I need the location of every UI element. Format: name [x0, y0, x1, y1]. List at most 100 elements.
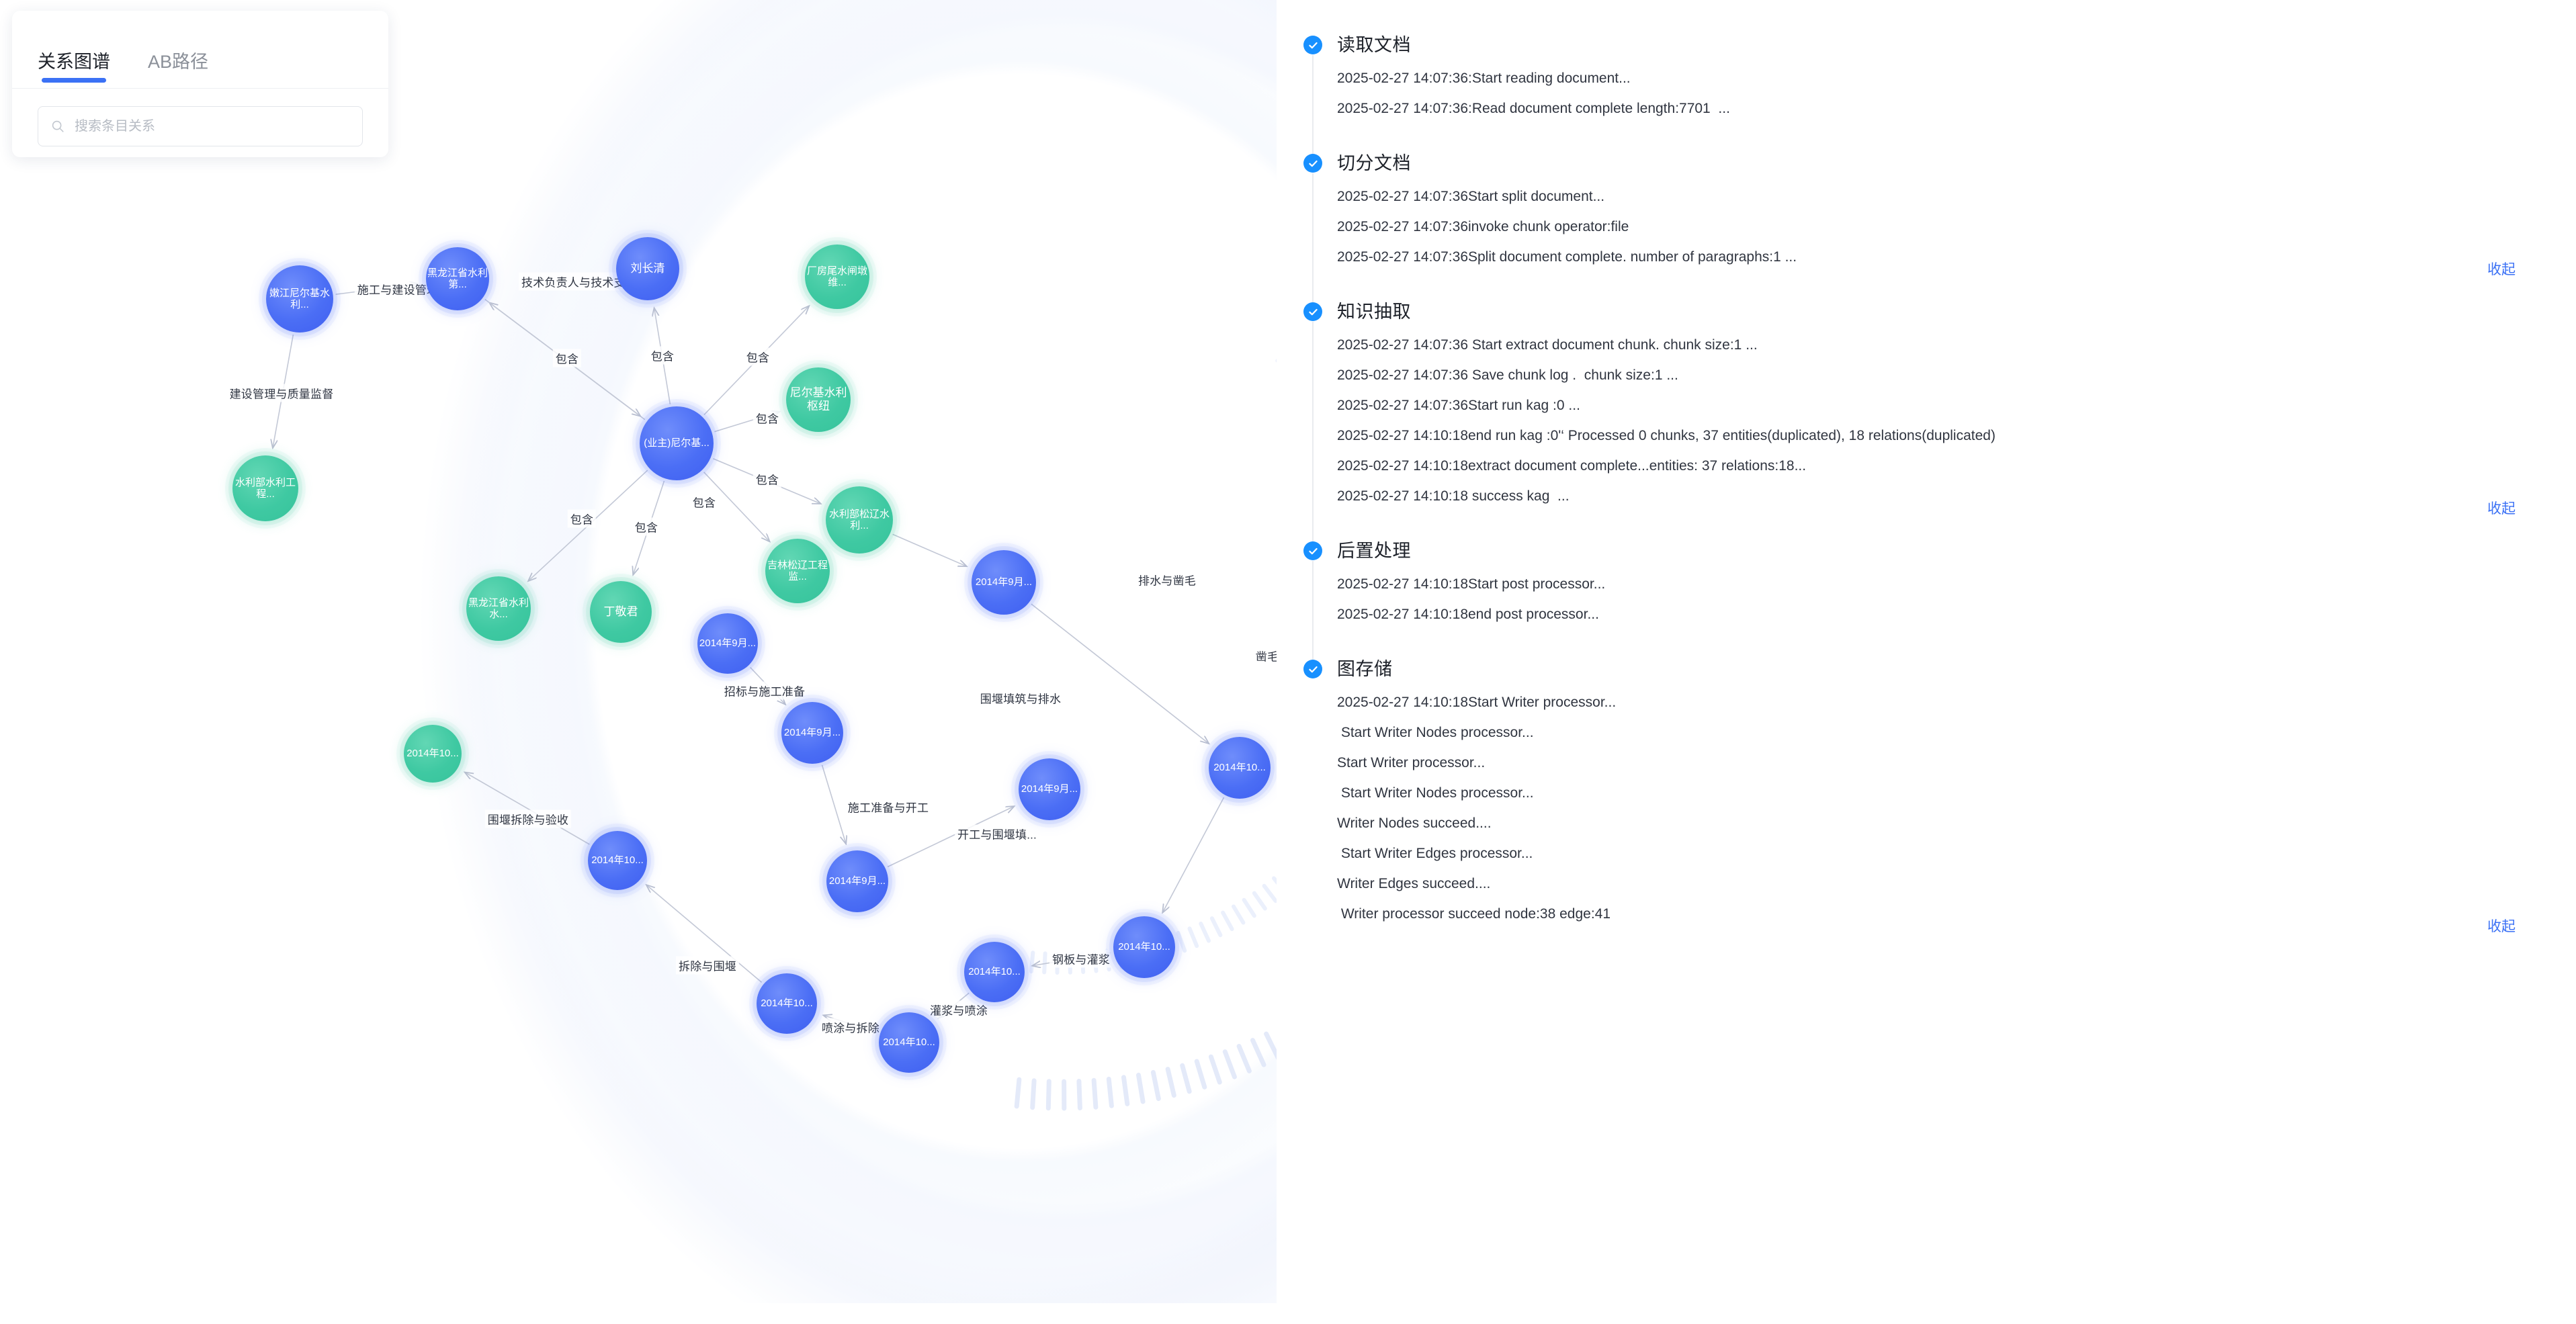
- search-icon: [52, 120, 64, 132]
- graph-node-label: 2014年9月...: [783, 727, 841, 739]
- graph-edge-label: 拆除与围堰: [676, 956, 739, 975]
- graph-node-label: 2014年10...: [761, 998, 813, 1010]
- log-line: Writer Edges succeed....: [1337, 876, 1491, 891]
- graph-edge-label: 包含: [753, 470, 782, 488]
- graph-node[interactable]: 嫩江尼尔基水利...: [266, 265, 333, 333]
- log-line: 2025-02-27 14:07:36:Start reading docume…: [1337, 71, 1631, 86]
- graph-node-label: 嫩江尼尔基水利...: [269, 287, 330, 310]
- graph-node[interactable]: 2014年10...: [964, 942, 1025, 1002]
- graph-node[interactable]: (业主)尼尔基...: [640, 406, 714, 480]
- graph-node[interactable]: 吉林松辽工程监...: [765, 539, 830, 603]
- graph-edge-label: 包含: [753, 408, 782, 427]
- tab-relation-graph[interactable]: 关系图谱: [38, 47, 110, 88]
- graph-node[interactable]: 2014年9月...: [1019, 758, 1080, 820]
- log-step-body: 2025-02-27 14:10:18Start post processor.…: [1337, 576, 2516, 659]
- log-line: 2025-02-27 14:07:36Start run kag :0 ...: [1337, 398, 1580, 413]
- graph-node-label: 2014年10...: [968, 966, 1021, 978]
- graph-edge-label: 施工准备与开工: [845, 797, 932, 816]
- graph-node[interactable]: 2014年9月...: [697, 613, 758, 674]
- collapse-link[interactable]: 收起: [2487, 501, 2516, 517]
- log-line: 2025-02-27 14:07:36Split document comple…: [1337, 249, 1797, 265]
- check-circle-icon: [1303, 660, 1322, 678]
- graph-edge-label: 包含: [648, 346, 677, 365]
- collapse-link[interactable]: 收起: [2487, 262, 2516, 277]
- graph-node[interactable]: 2014年10...: [757, 973, 817, 1034]
- graph-node-label: 丁敬君: [603, 605, 638, 619]
- log-step-title: 切分文档: [1337, 153, 1411, 173]
- graph-node-label: 2014年10...: [883, 1036, 935, 1049]
- graph-node[interactable]: 2014年9月...: [781, 702, 843, 764]
- graph-node[interactable]: 2014年9月...: [972, 550, 1036, 615]
- graph-node[interactable]: 2014年10...: [588, 831, 647, 890]
- check-circle-icon: [1303, 302, 1322, 321]
- graph-node[interactable]: 丁敬君: [590, 581, 652, 643]
- collapse-link[interactable]: 收起: [2487, 919, 2516, 934]
- graph-node[interactable]: 尼尔基水利枢纽: [786, 367, 851, 432]
- log-line: 2025-02-27 14:07:36Start split document.…: [1337, 189, 1605, 204]
- graph-node-label: 厂房尾水闸墩维...: [806, 265, 867, 288]
- log-line: Start Writer Nodes processor...: [1337, 725, 1534, 740]
- graph-node-label: 2014年9月...: [975, 576, 1033, 588]
- graph-node-label: 黑龙江省水利水...: [468, 597, 529, 620]
- log-step-title: 读取文档: [1337, 35, 1411, 55]
- graph-edge-label: 凿毛: [1252, 646, 1277, 665]
- graph-node[interactable]: 黑龙江省水利水...: [466, 576, 531, 641]
- log-step-title: 知识抽取: [1337, 302, 1411, 322]
- graph-node[interactable]: 水利部水利工程...: [232, 455, 298, 521]
- log-step: 读取文档 2025-02-27 14:07:36:Start reading do…: [1303, 35, 2516, 172]
- log-line: Writer Nodes succeed....: [1337, 815, 1492, 831]
- graph-node[interactable]: 2014年9月...: [826, 850, 888, 912]
- log-line: 2025-02-27 14:10:18 success kag ...: [1337, 488, 1570, 504]
- graph-node[interactable]: 2014年10...: [1113, 916, 1175, 978]
- graph-node[interactable]: 刘长清: [616, 237, 679, 300]
- graph-edge-label: 排水与凿毛: [1135, 570, 1199, 589]
- graph-edge-label: 钢板与灌浆: [1049, 949, 1113, 968]
- relation-graph-panel[interactable]: 施工与建设管理建设管理与质量监督包含包含包含包含包含包含包含包含围堰填筑与排水招…: [0, 0, 1277, 1303]
- log-step: 图存储 2025-02-27 14:10:18Start Writer proce…: [1303, 659, 2516, 959]
- pipeline-log-panel: 读取文档 2025-02-27 14:07:36:Start reading do…: [1277, 0, 2576, 1324]
- search-area: [12, 89, 388, 146]
- log-line: Writer processor succeed node:38 edge:41: [1337, 906, 1611, 922]
- graph-node-label: 2014年10...: [1213, 762, 1266, 774]
- graph-node-label: 吉林松辽工程监...: [767, 559, 828, 582]
- graph-node[interactable]: 厂房尾水闸墩维...: [805, 245, 869, 309]
- graph-edge-label: 包含: [567, 509, 597, 528]
- log-line: 2025-02-27 14:10:18Start post processor.…: [1337, 576, 1606, 592]
- graph-node-label: 2014年10...: [591, 854, 644, 867]
- graph-node-label: 水利部松辽水利...: [828, 508, 890, 531]
- log-step-title: 图存储: [1337, 659, 1393, 679]
- log-step-body: 2025-02-27 14:07:36Start split document.…: [1337, 188, 2516, 302]
- search-input[interactable]: [75, 118, 350, 134]
- graph-node[interactable]: 2014年10...: [1209, 737, 1271, 799]
- log-line: 2025-02-27 14:07:36:Read document comple…: [1337, 101, 1730, 116]
- graph-edge-label: 包含: [632, 517, 661, 536]
- graph-edge-label: 喷涂与拆除: [819, 1018, 882, 1036]
- graph-node[interactable]: 2014年10...: [404, 725, 462, 783]
- graph-edge-label: 招标与施工准备: [721, 681, 808, 700]
- graph-node-label: 水利部水利工程...: [234, 476, 296, 500]
- search-box[interactable]: [38, 106, 363, 146]
- log-line: 2025-02-27 14:07:36 Save chunk log . chu…: [1337, 367, 1678, 383]
- graph-node[interactable]: 水利部松辽水利...: [826, 486, 893, 554]
- graph-node-label: 2014年10...: [1118, 941, 1170, 953]
- graph-edge-label: 围堰拆除与验收: [484, 809, 572, 828]
- graph-node-label: (业主)尼尔基...: [644, 437, 710, 449]
- graph-node[interactable]: 2014年10...: [879, 1012, 939, 1073]
- graph-edge-label: 包含: [689, 492, 719, 511]
- graph-node[interactable]: 黑龙江省水利第...: [426, 247, 489, 310]
- log-step-body: 2025-02-27 14:07:36 Start extract docume…: [1337, 337, 2516, 541]
- log-line: 2025-02-27 14:10:18end run kag :0'‘ Proc…: [1337, 428, 1995, 443]
- graph-node-label: 刘长清: [630, 262, 665, 275]
- log-step: 切分文档 2025-02-27 14:07:36Start split docum…: [1303, 153, 2516, 320]
- graph-node-label: 2014年9月...: [1021, 783, 1078, 795]
- log-step-body: 2025-02-27 14:07:36:Start reading docume…: [1337, 70, 2516, 153]
- tab-ab-path[interactable]: AB路径: [148, 52, 209, 72]
- log-line: 2025-02-27 14:10:18Start Writer processo…: [1337, 695, 1617, 710]
- graph-edge-label: 包含: [552, 349, 582, 367]
- log-step-body: 2025-02-27 14:10:18Start Writer processo…: [1337, 694, 2516, 959]
- graph-node-label: 黑龙江省水利第...: [427, 267, 488, 290]
- graph-node-label: 2014年10...: [406, 748, 459, 760]
- log-line: Start Writer processor...: [1337, 755, 1486, 770]
- graph-edge-label: 建设管理与质量监督: [226, 384, 337, 402]
